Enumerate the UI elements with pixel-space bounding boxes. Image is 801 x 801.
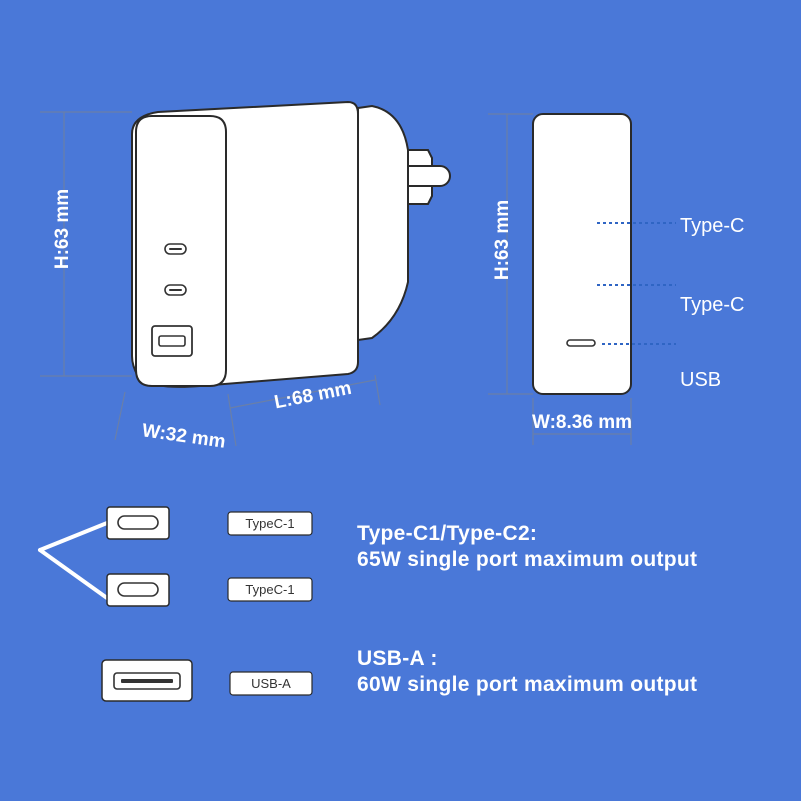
front-length-label: L:68 mm — [273, 378, 354, 414]
charger-side-view — [532, 113, 632, 395]
typec-1-badge: TypeC-1 — [227, 511, 313, 536]
typec-detail: 65W single port maximum output — [357, 548, 698, 571]
svg-text:TypeC-1: TypeC-1 — [245, 582, 294, 597]
front-width-label: W:32 mm — [141, 420, 227, 453]
side-port-label-1: Type-C — [680, 215, 744, 237]
usba-detail: 60W single port maximum output — [357, 673, 698, 696]
usba-title: USB-A : — [357, 647, 438, 670]
front-height-label: H:63 mm — [52, 189, 73, 269]
usba-description: USB-A : 60W single port maximum output — [357, 646, 697, 698]
legend-typec-icon-2 — [106, 573, 170, 607]
plug-base — [357, 104, 409, 342]
usba-badge: USB-A — [229, 671, 313, 696]
legend-typec-icon-1 — [106, 506, 170, 540]
typec-2-badge: TypeC-1 — [227, 577, 313, 602]
side-callout-lines — [597, 222, 676, 345]
side-port-label-2: Type-C — [680, 294, 744, 316]
side-body — [532, 113, 632, 395]
side-dimension-lines — [488, 113, 632, 445]
side-usb-slot — [566, 339, 596, 347]
typec-bracket — [38, 521, 109, 600]
typec-title: Type-C1/Type-C2: — [357, 522, 538, 545]
legend-usba-icon — [101, 659, 193, 702]
side-width-label: W:8.36 mm — [532, 412, 632, 433]
side-port-label-3: USB — [680, 369, 721, 391]
side-height-label: H:63 mm — [492, 200, 513, 280]
typec-description: Type-C1/Type-C2: 65W single port maximum… — [357, 521, 697, 573]
svg-text:TypeC-1: TypeC-1 — [245, 516, 294, 531]
front-dimension-lines — [40, 111, 381, 447]
svg-text:USB-A: USB-A — [251, 676, 291, 691]
charger-3d-view — [131, 100, 451, 388]
